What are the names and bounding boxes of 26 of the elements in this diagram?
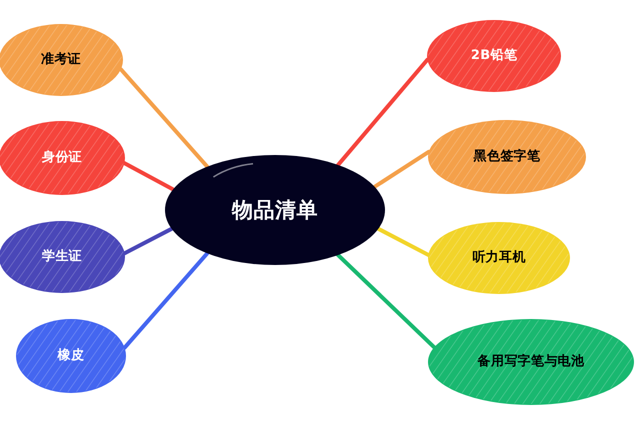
topic-label: 学生证 [42, 248, 82, 266]
topic-bubble [428, 222, 570, 294]
connector-line [122, 251, 210, 350]
topic-bubble [428, 319, 634, 405]
connector-line [376, 226, 430, 257]
topic-label: 黑色签字笔 [474, 148, 540, 166]
connector-line [336, 253, 436, 350]
topic-bubble [0, 24, 123, 96]
connector-line [372, 150, 431, 189]
central-topic-label: 物品清单 [232, 196, 318, 224]
topic-label: 2B铅笔 [470, 48, 518, 64]
topic-label: 准考证 [41, 52, 81, 68]
topic-bubble [428, 120, 586, 194]
topic-label: 听力耳机 [472, 250, 526, 266]
topic-label: 备用写字笔与电池 [478, 354, 584, 370]
topic-bubble [0, 121, 125, 195]
topic-bubble [427, 20, 561, 92]
topic-label: 身份证 [42, 150, 82, 166]
topic-label: 橡皮 [58, 348, 84, 364]
connector-line [336, 58, 430, 167]
connector-line [118, 67, 210, 169]
topic-bubble [16, 319, 126, 393]
central-topic-ellipse [165, 155, 385, 265]
connector-line [122, 161, 175, 192]
connector-line [122, 226, 174, 256]
topic-bubble [0, 221, 125, 293]
